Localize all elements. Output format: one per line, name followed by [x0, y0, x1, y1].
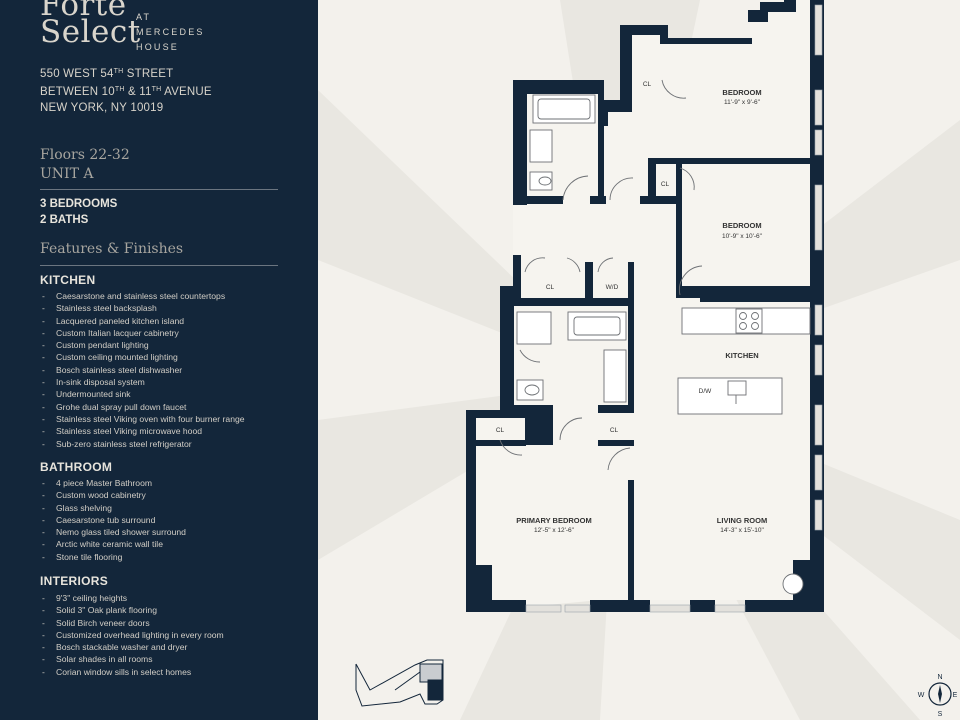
- room-dims-living: 14'-3" x 15'-10": [720, 527, 764, 534]
- section-heading-interiors: INTERIORS: [40, 574, 109, 588]
- divider: [40, 189, 278, 190]
- divider: [40, 265, 278, 266]
- info-sidebar: Forte Select AT MERCEDES HOUSE 550 WEST …: [0, 0, 318, 720]
- features-title: Features & Finishes: [40, 241, 184, 257]
- closet-label: CL: [661, 181, 670, 188]
- closet-label: CL: [546, 284, 555, 291]
- room-dims-bedroom-top: 11'-9" x 9'-6": [724, 99, 761, 106]
- list-item: Solid Birch veneer doors: [40, 617, 224, 629]
- bedroom-count: 3 BEDROOMS: [40, 198, 118, 210]
- closet-label: CL: [496, 427, 505, 434]
- room-labels: BEDROOM 11'-9" x 9'-6" BEDROOM 10'-9" x …: [496, 81, 767, 534]
- unit-summary: 3 BEDROOMS 2 BATHS: [40, 196, 117, 228]
- unit-heading: Floors 22-32 UNIT A: [40, 146, 130, 184]
- bathroom-feature-list: 4 piece Master Bathroom Custom wood cabi…: [40, 477, 186, 563]
- list-item: Solar shades in all rooms: [40, 653, 224, 665]
- list-item: Glass shelving: [40, 502, 186, 514]
- bath-count: 2 BATHS: [40, 214, 89, 226]
- logo-line-2: Select: [40, 14, 141, 50]
- list-item: Sub-zero stainless steel refrigerator: [40, 438, 245, 450]
- list-item: Stone tile flooring: [40, 551, 186, 563]
- room-label-primary: PRIMARY BEDROOM: [516, 516, 591, 525]
- room-label-bedroom-top: BEDROOM: [722, 88, 761, 97]
- list-item: Custom Italian lacquer cabinetry: [40, 327, 245, 339]
- list-item: Stainless steel Viking microwave hood: [40, 425, 245, 437]
- windows: [525, 4, 823, 613]
- compass: N S W E: [916, 672, 958, 718]
- list-item: Grohe dual spray pull down faucet: [40, 401, 245, 413]
- dishwasher-label: D/W: [699, 388, 713, 395]
- floor-plan: BEDROOM 11'-9" x 9'-6" BEDROOM 10'-9" x …: [318, 0, 960, 720]
- compass-e: E: [953, 692, 958, 699]
- section-heading-bathroom: BATHROOM: [40, 460, 113, 474]
- fixtures: [499, 79, 811, 595]
- list-item: Custom ceiling mounted lighting: [40, 351, 245, 363]
- list-item: Bosch stackable washer and dryer: [40, 641, 224, 653]
- washer-dryer-label: W/D: [606, 284, 619, 291]
- address-block: 550 WEST 54TH STREET BETWEEN 10TH & 11TH…: [40, 64, 212, 116]
- list-item: Stainless steel backsplash: [40, 302, 245, 314]
- list-item: Arctic white ceramic wall tile: [40, 538, 186, 550]
- address-between: BETWEEN 10TH & 11TH AVENUE: [40, 86, 212, 98]
- address-city: NEW YORK, NY 10019: [40, 102, 164, 114]
- list-item: Caesarstone and stainless steel countert…: [40, 290, 245, 302]
- interiors-feature-list: 9'3" ceiling heights Solid 3" Oak plank …: [40, 592, 224, 678]
- list-item: Bosch stainless steel dishwasher: [40, 364, 245, 376]
- compass-icon: N S W E: [918, 674, 958, 718]
- key-plan: [355, 659, 444, 707]
- compass-s: S: [938, 711, 943, 718]
- floor-plan-area: BEDROOM 11'-9" x 9'-6" BEDROOM 10'-9" x …: [318, 0, 960, 720]
- room-label-living: LIVING ROOM: [717, 516, 767, 525]
- section-heading-kitchen: KITCHEN: [40, 273, 96, 287]
- list-item: 4 piece Master Bathroom: [40, 477, 186, 489]
- room-label-kitchen: KITCHEN: [725, 351, 758, 360]
- unit-name: UNIT A: [40, 166, 94, 182]
- room-dims-bedroom-mid: 10'-9" x 10'-6": [722, 233, 763, 240]
- list-item: Custom pendant lighting: [40, 339, 245, 351]
- list-item: Solid 3" Oak plank flooring: [40, 604, 224, 616]
- brand-logo: Forte Select: [40, 0, 141, 50]
- floors-range: Floors 22-32: [40, 147, 130, 163]
- list-item: In-sink disposal system: [40, 376, 245, 388]
- list-item: 9'3" ceiling heights: [40, 592, 224, 604]
- list-item: Custom wood cabinetry: [40, 489, 186, 501]
- list-item: Caesarstone tub surround: [40, 514, 186, 526]
- interior-floor: [473, 0, 815, 612]
- room-dims-primary: 12'-5" x 12'-6": [534, 527, 575, 534]
- list-item: Lacquered paneled kitchen island: [40, 315, 245, 327]
- kitchen-feature-list: Caesarstone and stainless steel countert…: [40, 290, 245, 450]
- list-item: Corian window sills in select homes: [40, 666, 224, 678]
- room-label-bedroom-mid: BEDROOM: [722, 221, 761, 230]
- logo-subtitle: AT MERCEDES HOUSE: [136, 12, 205, 52]
- compass-n: N: [937, 674, 942, 681]
- list-item: Nemo glass tiled shower surround: [40, 526, 186, 538]
- list-item: Customized overhead lighting in every ro…: [40, 629, 224, 641]
- address-street: 550 WEST 54TH STREET: [40, 68, 174, 80]
- logo-line-1: Forte: [40, 0, 127, 23]
- closet-label: CL: [610, 427, 619, 434]
- list-item: Stainless steel Viking oven with four bu…: [40, 413, 245, 425]
- list-item: Undermounted sink: [40, 388, 245, 400]
- compass-w: W: [918, 692, 925, 699]
- closet-label: CL: [643, 81, 652, 88]
